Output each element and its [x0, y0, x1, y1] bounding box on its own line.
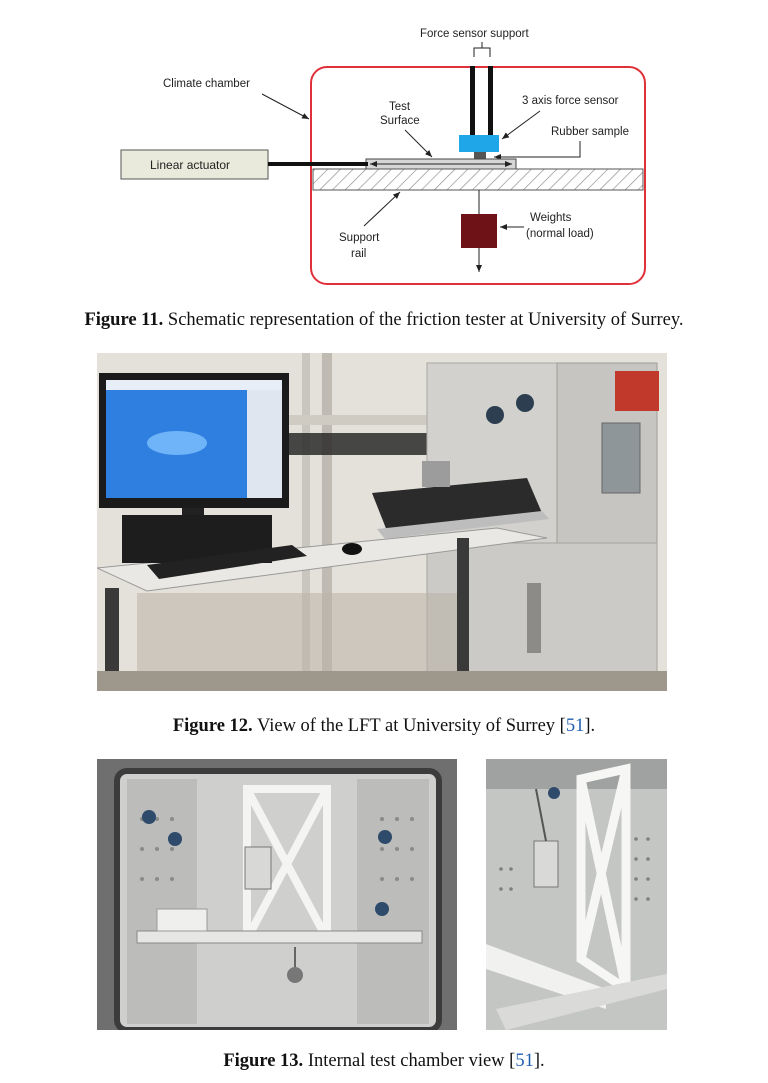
climate-chamber-pointer	[261, 93, 310, 120]
keyboard	[147, 545, 307, 579]
figure-12-caption-text: View of the LFT at University of Surrey …	[252, 716, 566, 736]
figure-12-photo	[97, 353, 667, 691]
linear-actuator-label: Linear actuator	[150, 158, 230, 172]
figure-13-citation-link[interactable]: 51	[515, 1051, 534, 1071]
lab-table-top	[97, 527, 548, 592]
figure-13-caption: Figure 13. Internal test chamber view [5…	[0, 1050, 768, 1072]
weights-label-1: Weights	[530, 212, 572, 224]
computer-mouse	[342, 543, 362, 555]
three-axis-sensor-label: 3 axis force sensor	[522, 95, 619, 107]
force-sensor-support-bracket	[473, 47, 491, 57]
test-surface-label-1: Test	[389, 101, 411, 113]
rubber-sample-label: Rubber sample	[551, 126, 629, 138]
linear-actuator-box	[120, 149, 269, 180]
climate-chamber-label: Climate chamber	[163, 78, 250, 90]
support-rail-label-2: rail	[351, 248, 366, 260]
rubber-sample-pointer	[494, 141, 581, 160]
rubber-sample-block	[474, 152, 486, 159]
support-rail-pointer	[363, 191, 401, 227]
chamber-rail	[136, 930, 423, 944]
figure-12-caption-end: ].	[584, 716, 596, 736]
figure-13-photo-left	[97, 759, 457, 1030]
figure-12-caption-label: Figure 12.	[172, 716, 253, 736]
force-sensor-block	[459, 135, 499, 152]
figure-11-schematic: Climate chamber Force sensor support 3 a…	[120, 28, 646, 285]
support-rail-label-1: Support	[339, 232, 380, 244]
figure-12-caption: Figure 12. View of the LFT at University…	[0, 715, 768, 737]
figure-13-right-illustration	[486, 759, 667, 1030]
linear-actuator-rod	[268, 162, 368, 166]
weights-label-2: (normal load)	[526, 228, 594, 240]
figure-13-photo-right	[486, 759, 667, 1030]
figure-11-caption-text: Schematic representation of the friction…	[163, 310, 684, 330]
figure-12-citation-link[interactable]: 51	[565, 716, 585, 736]
test-surface-label-2: Surface	[380, 115, 420, 127]
force-sensor-support-rod-right	[488, 66, 493, 136]
support-rail	[312, 168, 644, 191]
figure-13-left-illustration	[97, 759, 457, 1030]
figure-13-caption-label: Figure 13.	[223, 1051, 304, 1071]
test-surface-pointer	[404, 129, 433, 158]
figure-11-caption: Figure 11. Schematic representation of t…	[0, 309, 768, 331]
weights-block	[461, 214, 497, 248]
climate-chamber-box	[310, 66, 646, 285]
force-sensor-support-label: Force sensor support	[420, 28, 529, 40]
force-sensor-support-rod-left	[470, 66, 475, 136]
figure-13-caption-end: ].	[533, 1051, 545, 1071]
figure-11-caption-label: Figure 11.	[84, 310, 164, 330]
figure-13-caption-text: Internal test chamber view [	[303, 1051, 516, 1071]
three-axis-sensor-pointer	[501, 110, 541, 140]
figure-12-illustration	[97, 353, 667, 691]
